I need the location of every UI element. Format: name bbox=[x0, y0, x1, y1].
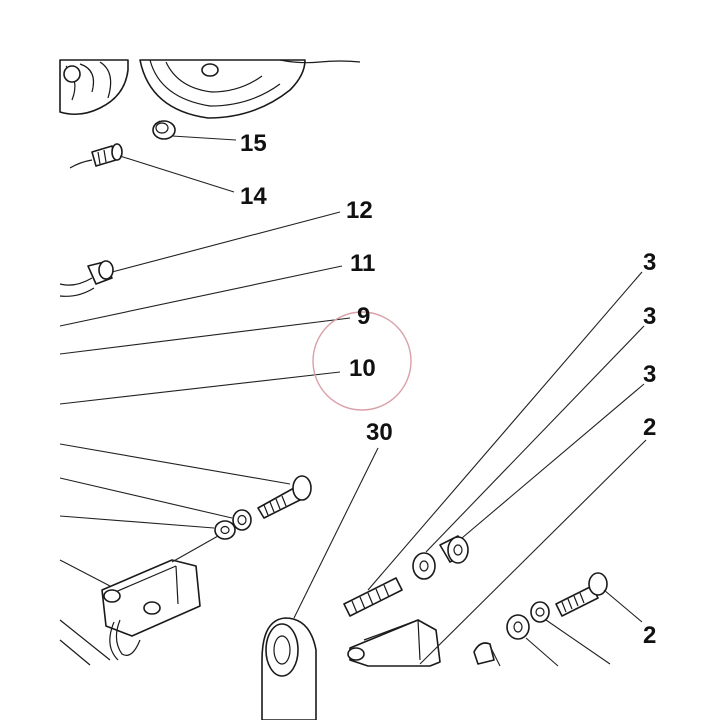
stud-bolt bbox=[343, 577, 403, 617]
washer-right-1 bbox=[530, 601, 550, 623]
callout-9: 9 bbox=[357, 303, 370, 330]
screw-right bbox=[555, 572, 608, 617]
callout-10: 10 bbox=[349, 355, 376, 382]
mount-plate bbox=[347, 619, 441, 667]
bracket-assembly bbox=[59, 559, 201, 666]
highlight-circle bbox=[312, 311, 412, 411]
part-14-fitting bbox=[69, 143, 123, 169]
callout-3-middle: 3 bbox=[643, 303, 656, 330]
callout-3-bottom: 3 bbox=[643, 361, 656, 388]
leader-lines bbox=[59, 135, 647, 667]
callout-30: 30 bbox=[366, 419, 393, 446]
callout-2-upper: 2 bbox=[643, 414, 656, 441]
washer-left-1 bbox=[214, 520, 236, 540]
nut-center bbox=[439, 535, 469, 564]
screw-left bbox=[257, 475, 312, 519]
callout-3-top: 3 bbox=[643, 249, 656, 276]
washer-left-2 bbox=[232, 509, 252, 531]
clip-bottom bbox=[473, 642, 495, 665]
callout-12: 12 bbox=[346, 197, 373, 224]
wheel-hub-assembly bbox=[59, 59, 361, 119]
part-15-bushing bbox=[152, 120, 176, 140]
part-12-cable-end bbox=[59, 260, 114, 297]
callout-11: 11 bbox=[350, 250, 375, 277]
callout-15: 15 bbox=[240, 130, 267, 157]
callout-14: 14 bbox=[240, 183, 267, 210]
part-30-pulley bbox=[261, 617, 317, 720]
washer-right-2 bbox=[506, 614, 530, 640]
washer-center bbox=[412, 552, 436, 580]
callout-2-lower: 2 bbox=[643, 622, 656, 649]
